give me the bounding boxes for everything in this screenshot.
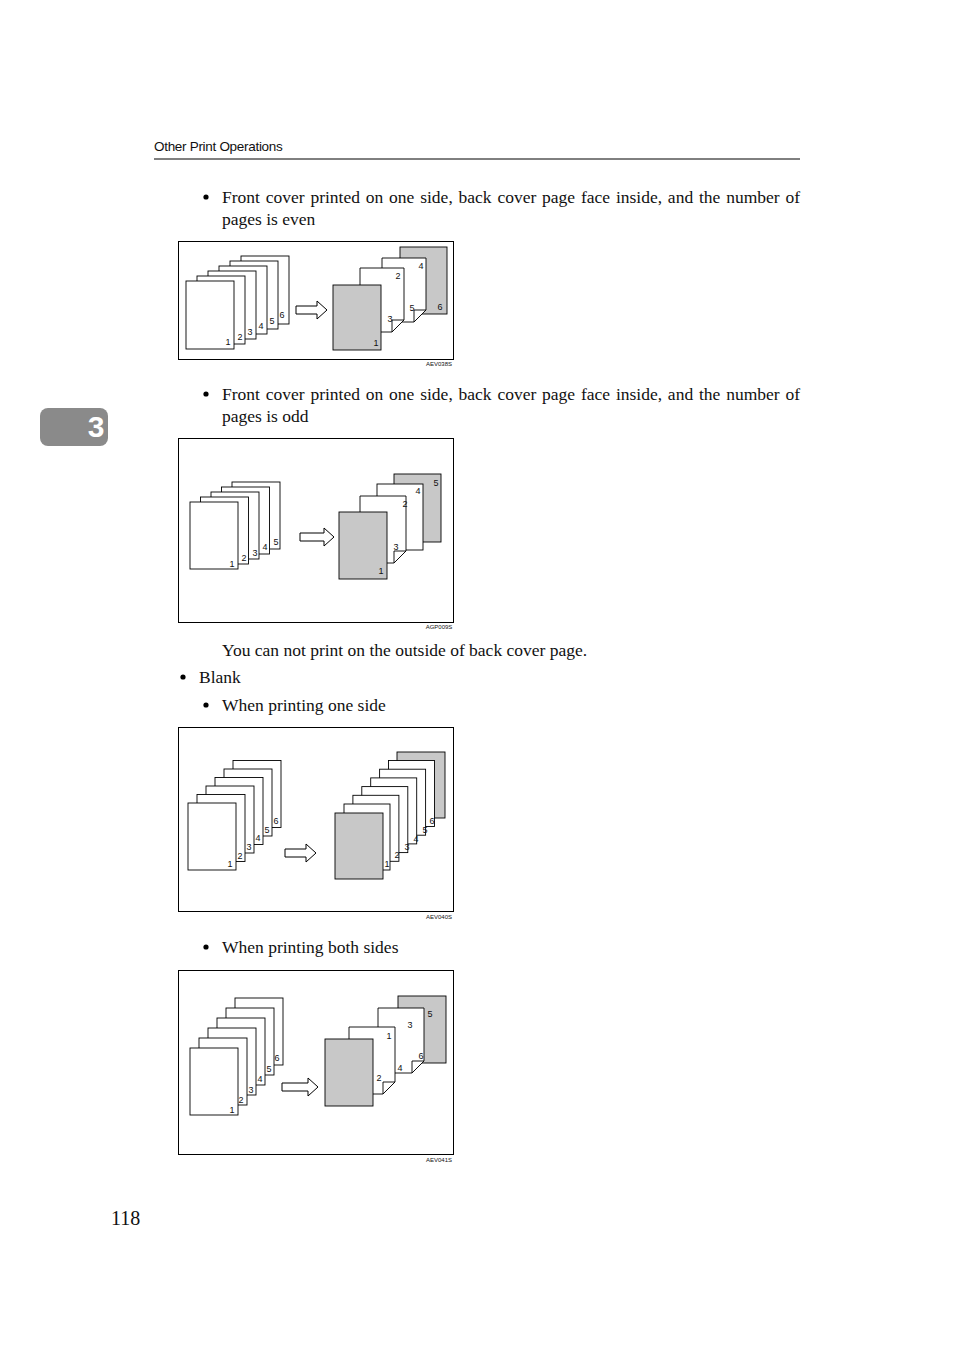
page-number: 4 [257, 1074, 262, 1084]
page-number: 3 [407, 1020, 412, 1030]
page-number: 3 [393, 542, 398, 552]
paper-sheet [190, 502, 238, 569]
page-number: 5 [433, 478, 438, 488]
page-number: 6 [418, 1051, 423, 1061]
page-number: 3 [387, 314, 392, 324]
page-number: 4 [413, 834, 418, 844]
figure-code: AEV041S [426, 1157, 452, 1164]
page-number: 1 [225, 337, 230, 347]
page-number: 1 [229, 559, 234, 569]
figure-code: AGP009S [426, 624, 453, 631]
process-arrow [296, 301, 327, 319]
page-number: 118 [111, 1207, 140, 1229]
page-number: 1 [229, 1105, 234, 1115]
page-number: 5 [273, 537, 278, 547]
page-number: 3 [248, 1085, 253, 1095]
bullet-text: When printing one side [222, 694, 386, 716]
figure-code: AEV040S [426, 914, 452, 921]
bullet-text: Front cover printed on one side, back co… [222, 186, 800, 230]
paper-sheet [186, 281, 234, 349]
bullet [203, 944, 208, 949]
page-number: 3 [246, 842, 251, 852]
page-number: 4 [397, 1063, 402, 1073]
folded-corner [412, 1061, 424, 1073]
process-arrow [300, 528, 334, 546]
page-number: 5 [264, 825, 269, 835]
page-number: 2 [237, 851, 242, 861]
page-number: 2 [376, 1073, 381, 1083]
page-number: 5 [422, 825, 427, 835]
paper-sheet [325, 1039, 373, 1106]
page-number: 2 [237, 332, 242, 342]
folded-corner [383, 1082, 395, 1094]
paper-sheet [333, 285, 381, 350]
page-number: 6 [279, 310, 284, 320]
page-number: 2 [402, 499, 407, 509]
page-number: 6 [429, 816, 434, 826]
bullet [203, 391, 208, 396]
paper-sheet [335, 813, 383, 879]
running-header: Other Print Operations [154, 139, 282, 154]
page-number: 5 [409, 303, 414, 313]
paper-sheet [190, 1048, 238, 1115]
page-number: 6 [437, 302, 442, 312]
chapter-tab [40, 408, 108, 446]
page-number: 3 [404, 842, 409, 852]
page-number: 2 [394, 850, 399, 860]
page-number: 1 [386, 1031, 391, 1041]
figure-code: AEV038S [426, 361, 452, 368]
figure-frame [179, 971, 454, 1155]
folded-corner [392, 320, 404, 332]
bullet-text: Blank [199, 666, 241, 688]
page-number: 2 [241, 553, 246, 563]
page-number: 5 [266, 1064, 271, 1074]
figure-frame [179, 242, 454, 360]
page-number: 4 [262, 542, 267, 552]
process-arrow [282, 1078, 318, 1096]
paper-sheet [339, 512, 387, 579]
header-rule [154, 159, 800, 160]
folded-corner [414, 310, 426, 322]
page-number: 3 [252, 548, 257, 558]
process-arrow [285, 844, 316, 862]
page-number: 2 [395, 271, 400, 281]
page-number: 4 [415, 486, 420, 496]
bullet-text: When printing both sides [222, 936, 398, 958]
bullet-text: Front cover printed on one side, back co… [222, 383, 800, 427]
paper-sheet [188, 803, 236, 870]
figure-frame [179, 439, 454, 623]
page-number: 5 [427, 1009, 432, 1019]
page-number: 1 [384, 859, 389, 869]
bullet [203, 702, 208, 707]
chapter-number: 3 [88, 411, 105, 443]
note-text: You can not print on the outside of back… [222, 639, 587, 661]
page-number: 6 [273, 816, 278, 826]
figure-frame [179, 728, 454, 912]
page-number: 5 [269, 316, 274, 326]
page-number: 6 [274, 1053, 279, 1063]
bullet [180, 674, 185, 679]
page-number: 1 [227, 859, 232, 869]
page-number: 3 [247, 327, 252, 337]
page-number: 4 [258, 321, 263, 331]
page-number: 1 [378, 566, 383, 576]
page-number: 4 [418, 261, 423, 271]
page-number: 1 [373, 338, 378, 348]
bullet [203, 194, 208, 199]
folded-corner [394, 551, 406, 563]
page-number: 4 [255, 833, 260, 843]
page-number: 2 [238, 1095, 243, 1105]
